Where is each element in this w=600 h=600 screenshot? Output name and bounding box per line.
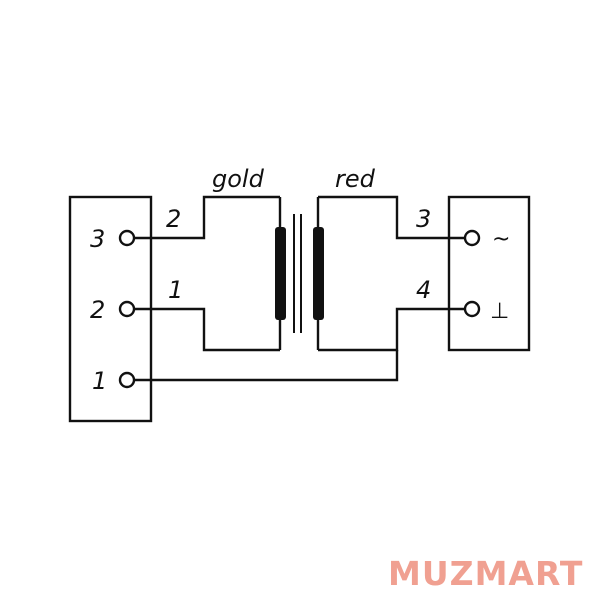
- right-terminal-3: [463, 229, 481, 247]
- wire-secondary-bottom-to-right-pin4: [318, 307, 466, 352]
- primary-coil: [275, 227, 286, 320]
- secondary-coil: [313, 227, 324, 320]
- wire-left-pin3-to-primary-top: [134, 195, 280, 240]
- wire-left-pin2-to-primary-bottom: [134, 307, 280, 352]
- right-connector-block: [447, 195, 531, 352]
- left-terminal-2: [118, 300, 136, 318]
- right-terminal-4: [463, 300, 481, 318]
- primary-wire-color-label: gold: [212, 165, 265, 193]
- brand-logo: MUZMART: [388, 553, 584, 593]
- left-terminal-1: [118, 371, 136, 389]
- primary-lead-label-top: 2: [166, 205, 181, 233]
- right-pin-label-3: 3: [416, 205, 431, 233]
- left-terminal-3: [118, 229, 136, 247]
- wire-left-pin1-to-ground: [134, 350, 399, 382]
- ground-symbol-icon: ⊥: [490, 299, 509, 324]
- right-pin-label-4: 4: [416, 276, 431, 304]
- left-pin-label-3: 3: [90, 225, 105, 253]
- primary-lead-label-bottom: 1: [168, 276, 183, 304]
- ac-symbol-icon: ~: [492, 227, 510, 252]
- left-pin-label-1: 1: [92, 367, 107, 395]
- left-pin-label-2: 2: [90, 296, 105, 324]
- secondary-wire-color-label: red: [335, 165, 376, 193]
- wire-secondary-top-to-right-pin3: [318, 195, 466, 240]
